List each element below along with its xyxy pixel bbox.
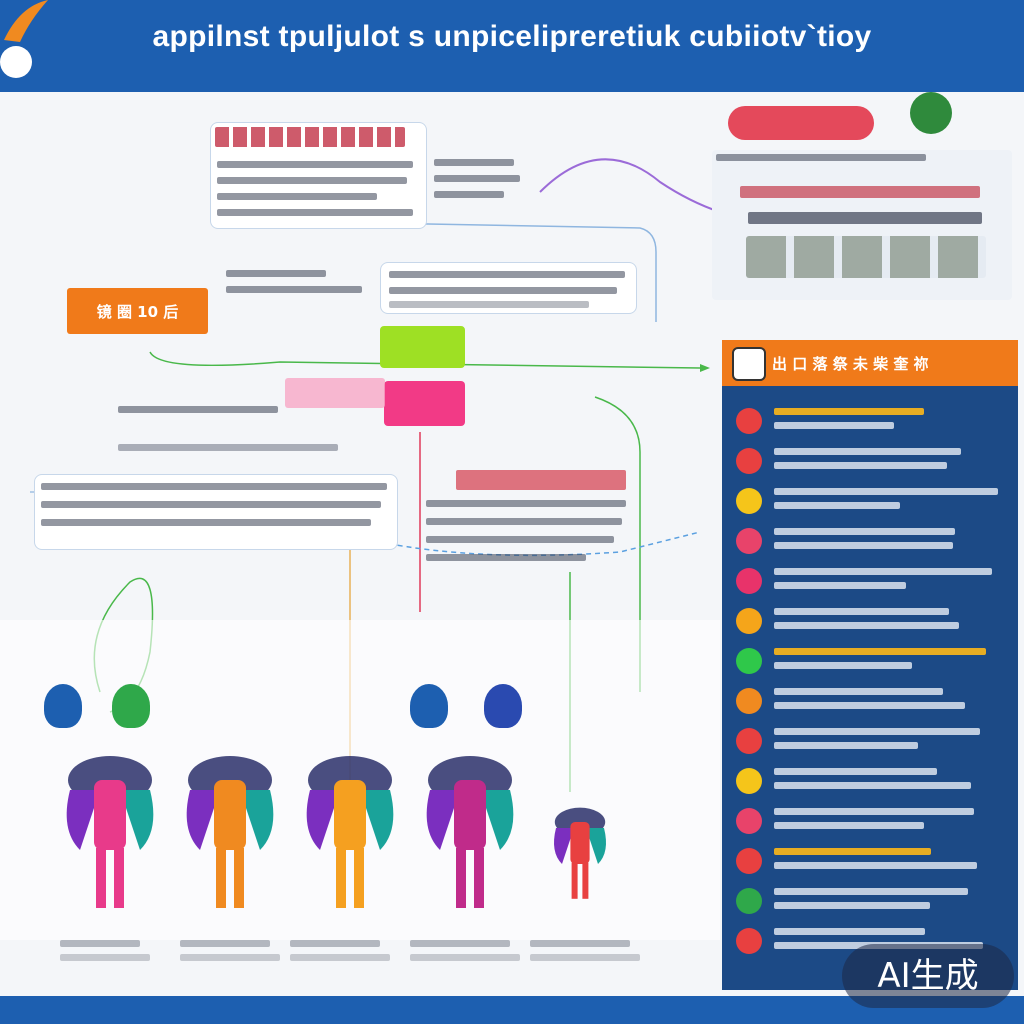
right-panel-header xyxy=(722,340,1018,386)
list-item xyxy=(722,720,1018,758)
bullet-icon xyxy=(736,528,762,554)
info-block-top-right xyxy=(712,150,1012,300)
pink-flow-node xyxy=(384,381,465,426)
right-list xyxy=(722,400,1018,980)
bullet-icon xyxy=(736,728,762,754)
panel-heading xyxy=(215,127,405,147)
note-block-left xyxy=(226,266,366,306)
bullet-icon xyxy=(736,648,762,674)
list-item-text xyxy=(774,808,974,815)
pink-bar-left xyxy=(285,378,385,408)
list-item-text xyxy=(774,848,931,855)
list-item-text xyxy=(774,608,949,615)
right-panel-title: 出 口 落 祭 未 柴 奎 祢 xyxy=(772,355,929,373)
list-item-text xyxy=(774,688,943,695)
list-item-subtext xyxy=(774,542,953,549)
photo-thumbnails xyxy=(746,236,986,278)
list-item-text xyxy=(774,448,961,455)
child-figure-icon xyxy=(554,807,606,899)
leaf-circle-icon xyxy=(910,92,952,134)
bullet-icon xyxy=(736,568,762,594)
list-item-subtext xyxy=(774,422,894,429)
leaf-shape-icon xyxy=(44,684,82,728)
list-item-subtext xyxy=(774,742,918,749)
list-item-subtext xyxy=(774,822,924,829)
list-item-subtext xyxy=(774,502,900,509)
list-item xyxy=(722,800,1018,838)
list-item-text xyxy=(774,528,955,535)
red-pill-badge xyxy=(728,106,874,140)
list-item xyxy=(722,760,1018,798)
list-item xyxy=(722,400,1018,438)
bullet-icon xyxy=(736,888,762,914)
bullet-icon xyxy=(736,808,762,834)
bullet-icon xyxy=(736,848,762,874)
bullet-icon xyxy=(736,768,762,794)
bullet-icon xyxy=(736,688,762,714)
monitor-icon xyxy=(732,347,766,381)
bullet-icon xyxy=(736,408,762,434)
person-figure-icon xyxy=(426,756,514,908)
logo-icon xyxy=(0,0,60,82)
person-figure-icon xyxy=(186,756,274,908)
person-figure-icon xyxy=(66,756,154,908)
list-item xyxy=(722,560,1018,598)
center-heading xyxy=(456,470,626,490)
list-item xyxy=(722,840,1018,878)
info-panel-left xyxy=(34,474,398,550)
bullet-icon xyxy=(736,608,762,634)
list-item xyxy=(722,440,1018,478)
header-bar xyxy=(0,0,1024,92)
label-row-left xyxy=(118,404,278,416)
list-item xyxy=(722,880,1018,918)
bullet-icon xyxy=(736,448,762,474)
list-item-subtext xyxy=(774,902,930,909)
caption-row xyxy=(50,940,710,964)
list-item-subtext xyxy=(774,702,965,709)
leaf-shape-icon xyxy=(410,684,448,728)
list-item-text xyxy=(774,568,992,575)
orange-label-box: 镜 圈 10 后 xyxy=(67,288,208,334)
list-item xyxy=(722,480,1018,518)
list-item-text xyxy=(774,488,998,495)
person-figure-icon xyxy=(306,756,394,908)
list-item-text xyxy=(774,648,986,655)
bullet-icon xyxy=(736,488,762,514)
note-block-top-center xyxy=(434,155,524,205)
leaf-shape-icon xyxy=(484,684,522,728)
list-item-subtext xyxy=(774,662,912,669)
list-item xyxy=(722,600,1018,638)
label-row-left-2 xyxy=(118,442,348,454)
page-title: appilnst tpuljulot s unpicelipreretiuk c… xyxy=(152,20,872,53)
leaf-shape-icon xyxy=(112,684,150,728)
list-item-text xyxy=(774,928,925,935)
list-item-subtext xyxy=(774,862,977,869)
figures-container xyxy=(0,660,720,930)
info-block-center xyxy=(426,466,636,578)
green-flow-node xyxy=(380,326,465,368)
list-item xyxy=(722,520,1018,558)
list-item xyxy=(722,680,1018,718)
list-item-subtext xyxy=(774,462,947,469)
info-panel-top-left xyxy=(210,122,427,229)
list-item-subtext xyxy=(774,782,971,789)
list-item-text xyxy=(774,768,937,775)
ai-generated-badge: AI生成 xyxy=(842,944,1014,1008)
list-item-subtext xyxy=(774,582,906,589)
bullet-icon xyxy=(736,928,762,954)
info-panel-middle xyxy=(380,262,637,314)
list-item-text xyxy=(774,408,924,415)
list-item-text xyxy=(774,888,968,895)
list-item xyxy=(722,640,1018,678)
list-item-text xyxy=(774,728,980,735)
orange-label-text: 镜 圈 10 后 xyxy=(96,303,179,321)
list-item-subtext xyxy=(774,622,959,629)
